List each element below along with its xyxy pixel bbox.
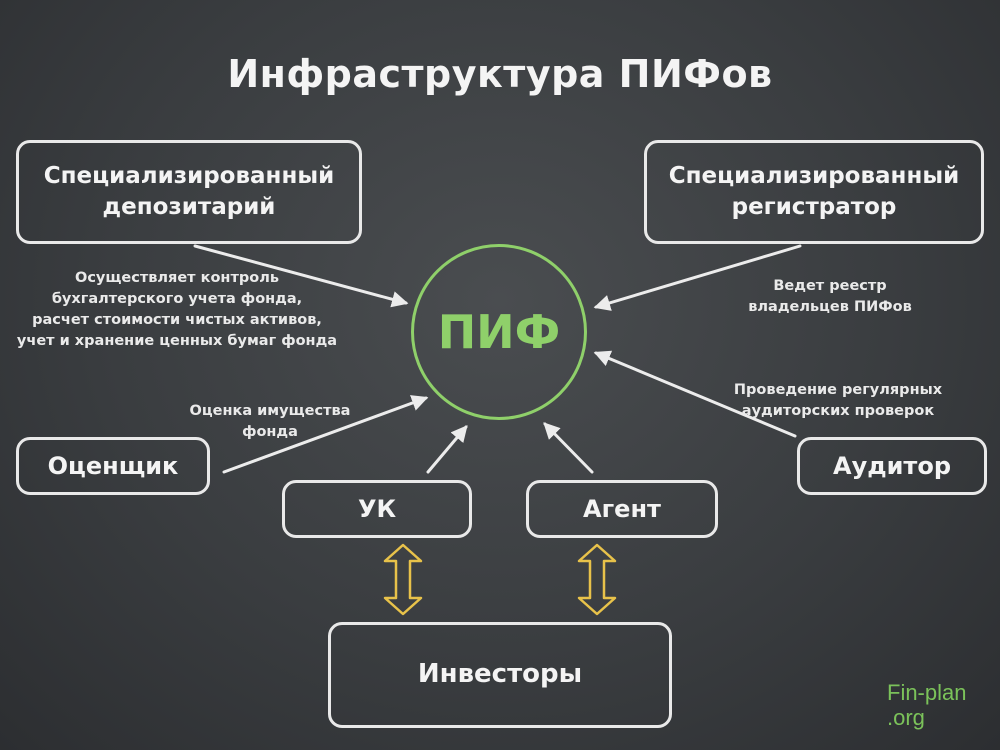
node-registrar-line2: регистратор — [731, 194, 897, 220]
arrow-appraiser-to-pif — [222, 395, 429, 474]
note-appraiser-line: фонда — [242, 424, 298, 441]
node-registrar-line1: Специализированный — [668, 162, 960, 189]
note-depository-line: учет и хранение ценных бумаг фонда — [16, 333, 338, 350]
note-appraiser: Оценка имущества фонда — [172, 401, 368, 443]
brand-line1: Fin-plan — [887, 680, 967, 705]
node-pif-label: ПИФ — [437, 305, 561, 359]
node-agent-label: Агент — [583, 494, 661, 523]
note-registrar-line: Ведет реестр — [773, 278, 887, 294]
node-pif: ПИФ — [411, 244, 587, 420]
note-depository-line: Осуществляет контроль — [75, 270, 279, 286]
node-investors: Инвесторы — [328, 622, 672, 728]
node-depository-line2: депозитарий — [102, 194, 276, 220]
note-appraiser-line: Оценка имущества — [189, 403, 351, 419]
diagram-title: Инфраструктура ПИФов — [227, 52, 773, 96]
note-depository-line: бухгалтерского учета фонда, — [51, 291, 303, 308]
node-depository: Специализированный депозитарий — [16, 140, 362, 244]
node-auditor-label: Аудитор — [833, 451, 951, 480]
arrow-uk-to-pif — [426, 425, 468, 474]
node-appraiser-label: Оценщик — [47, 451, 179, 480]
node-appraiser: Оценщик — [16, 437, 210, 495]
node-investors-label: Инвесторы — [417, 659, 583, 690]
node-registrar: Специализированный регистратор — [644, 140, 984, 244]
node-depository-line1: Специализированный — [43, 162, 335, 189]
node-uk-label: УК — [357, 494, 397, 523]
node-agent: Агент — [526, 480, 718, 538]
note-auditor-line: аудиторских проверок — [741, 403, 935, 420]
double-arrow-agent-investors — [577, 543, 617, 616]
note-auditor: Проведение регулярных аудиторских провер… — [728, 380, 948, 422]
note-auditor-line: Проведение регулярных — [733, 382, 943, 398]
note-depository: Осуществляет контроль бухгалтерского уче… — [12, 268, 342, 352]
note-registrar-line: владельцев ПИФов — [748, 299, 912, 316]
arrow-agent-to-pif — [543, 422, 594, 474]
brand-watermark: Fin-plan .org — [887, 680, 987, 731]
double-arrow-uk-investors — [383, 543, 423, 616]
arrow-auditor-to-pif — [593, 350, 797, 438]
arrow-depository-to-pif — [193, 244, 409, 308]
note-depository-line: расчет стоимости чистых активов, — [32, 312, 322, 329]
note-registrar: Ведет реестр владельцев ПИФов — [730, 276, 930, 318]
brand-line2: .org — [887, 705, 925, 731]
arrow-registrar-to-pif — [593, 244, 802, 311]
node-auditor: Аудитор — [797, 437, 987, 495]
node-uk: УК — [282, 480, 472, 538]
